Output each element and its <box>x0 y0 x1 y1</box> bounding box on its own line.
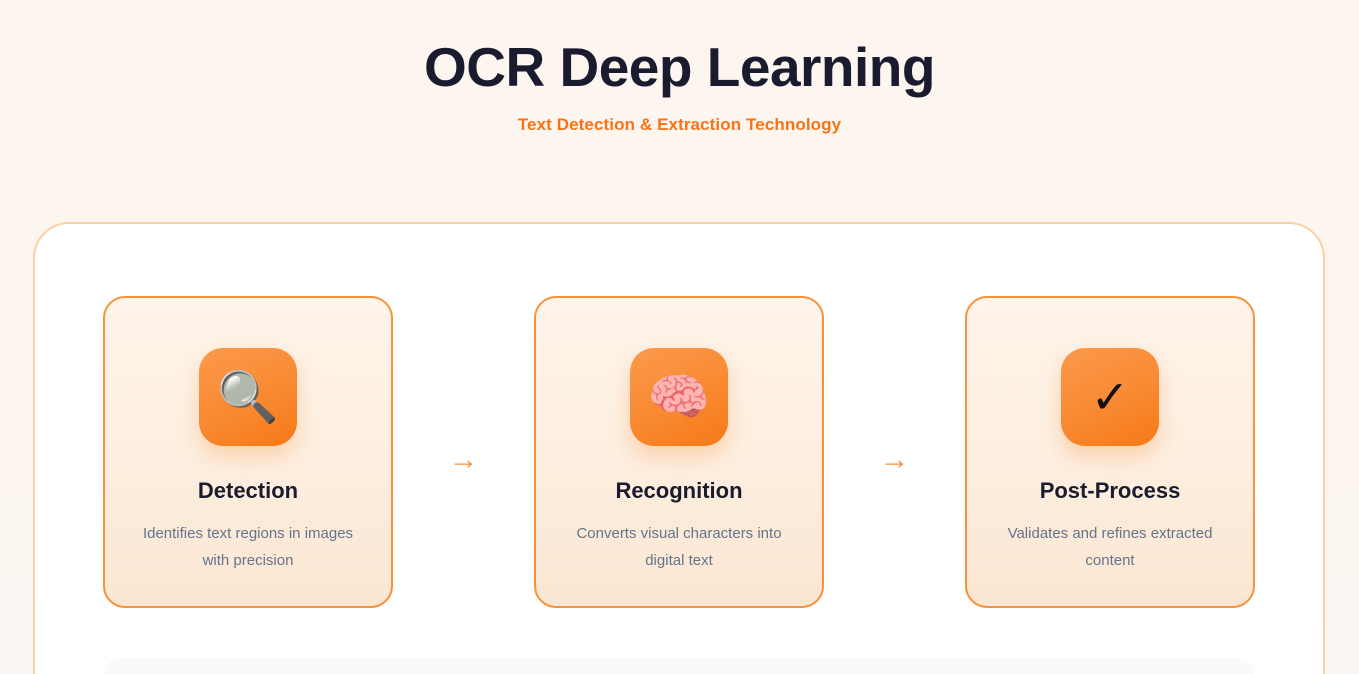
page-title: OCR Deep Learning <box>423 36 936 98</box>
step-description-post-process: Validates and refines extracted content <box>1007 525 1213 569</box>
pipeline-panel: 🔍 Detection Identifies text regions in i… <box>33 222 1325 674</box>
step-title-post-process: Post-Process <box>1039 478 1181 503</box>
step-card-recognition[interactable]: 🧠 Recognition Converts visual characters… <box>534 296 824 608</box>
step-title-detection: Detection <box>197 478 299 503</box>
magnifying-glass-icon: 🔍 <box>199 348 297 446</box>
arrow-right-icon-1: → <box>448 443 479 476</box>
brain-icon: 🧠 <box>630 348 728 446</box>
page-header: OCR Deep Learning Text Detection & Extra… <box>0 0 1359 135</box>
arrow-right-icon-2: → <box>879 443 910 476</box>
step-description-recognition: Converts visual characters into digital … <box>576 525 782 569</box>
secondary-panel-partial <box>103 658 1255 674</box>
check-mark-icon: ✓ <box>1061 348 1159 446</box>
step-title-recognition: Recognition <box>615 478 743 503</box>
page-subtitle: Text Detection & Extraction Technology <box>517 115 842 135</box>
step-card-detection[interactable]: 🔍 Detection Identifies text regions in i… <box>103 296 393 608</box>
step-description-detection: Identifies text regions in images with p… <box>142 525 354 569</box>
pipeline-steps-row: 🔍 Detection Identifies text regions in i… <box>35 296 1323 608</box>
step-card-post-process[interactable]: ✓ Post-Process Validates and refines ext… <box>965 296 1255 608</box>
